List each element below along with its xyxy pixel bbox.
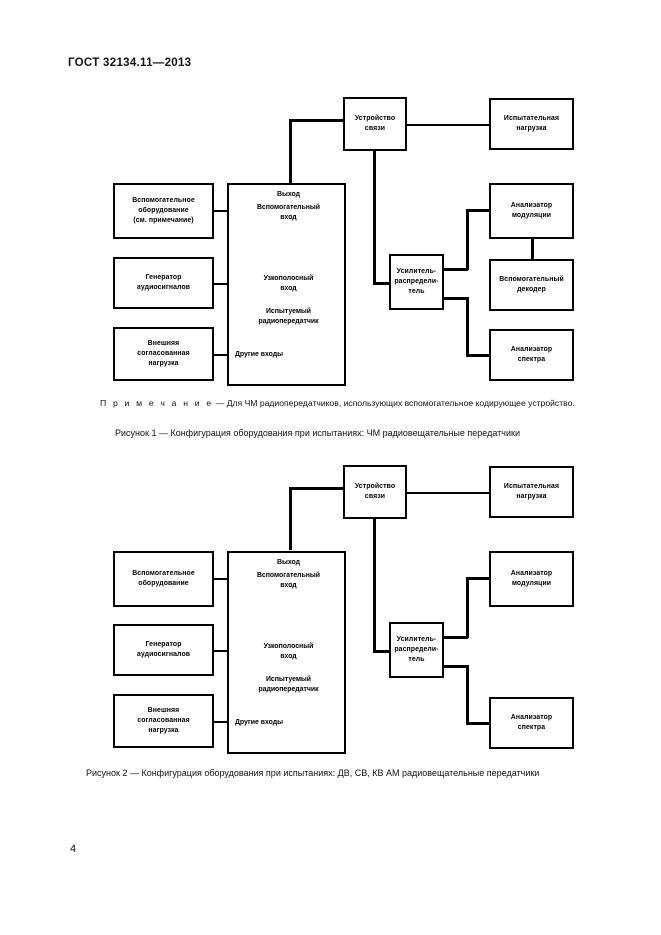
box-distribution-amplifier-label: Усилитель- распредели- тель xyxy=(394,268,439,295)
box2-coupling-device[interactable]: Устройство связи xyxy=(343,465,407,519)
transmitter2-aux-input-label: Вспомогательный вход xyxy=(256,572,321,589)
box-external-load-label: Внешняя согласованная нагрузка xyxy=(137,340,190,367)
connector2-amp-specanalyzer-h1 xyxy=(443,665,468,668)
connector2-audiogen-transmitter xyxy=(214,650,228,653)
transmitter-aux-input-label: Вспомогательный вход xyxy=(256,204,321,221)
box2-audio-generator[interactable]: Генератор аудиосигналов xyxy=(113,624,214,676)
box-spectrum-analyzer-label: Анализатор спектра xyxy=(510,346,553,363)
box2-external-load-label: Внешняя согласованная нагрузка xyxy=(137,707,190,734)
connector-modanalyzer-decoder xyxy=(531,238,534,260)
connector2-coupling-amplifier-vertical xyxy=(373,518,376,652)
box-modulation-analyzer[interactable]: Анализатор модуляции xyxy=(489,183,574,239)
box-test-load[interactable]: Испытательная нагрузка xyxy=(489,98,574,150)
transmitter-title-label: Испытуемый радиопередатчик xyxy=(258,308,319,325)
box2-modulation-analyzer[interactable]: Анализатор модуляции xyxy=(489,551,574,607)
connector-auxequip-transmitter xyxy=(214,210,228,213)
box-coupling-device[interactable]: Устройство связи xyxy=(343,97,407,151)
box-test-load-label: Испытательная нагрузка xyxy=(503,115,560,132)
box-spectrum-analyzer[interactable]: Анализатор спектра xyxy=(489,329,574,381)
transmitter-narrowband-input-label: Узкополосный вход xyxy=(263,275,314,292)
connector-coupling-amplifier-horizontal xyxy=(373,282,390,285)
box-aux-equipment[interactable]: Вспомогательное оборудование (см. примеч… xyxy=(113,183,214,239)
box-modulation-analyzer-label: Анализатор модуляции xyxy=(510,202,553,219)
box2-coupling-device-label: Устройство связи xyxy=(354,483,396,500)
connector-audiogen-transmitter xyxy=(214,283,228,286)
connector-amp-modanalyzer-h1 xyxy=(443,268,468,271)
connector2-amp-specanalyzer-h2 xyxy=(466,722,490,725)
connector-amp-specanalyzer-h2 xyxy=(466,354,490,357)
box-aux-decoder-label: Вспомогательный декодер xyxy=(499,276,564,293)
connector-coupling-testload xyxy=(406,124,490,127)
box2-distribution-amplifier-label: Усилитель- распредели- тель xyxy=(394,636,439,663)
connector2-extload-transmitter xyxy=(214,721,228,724)
connector-amp-modanalyzer-h2 xyxy=(466,209,490,212)
box2-aux-equipment-label: Вспомогательное оборудование xyxy=(132,570,195,587)
connector2-coupling-testload xyxy=(406,492,490,495)
box2-transmitter[interactable]: Выход Вспомогательный вход Узкополосный … xyxy=(227,551,346,754)
connector2-amp-modanalyzer-v xyxy=(466,577,469,638)
box2-distribution-amplifier[interactable]: Усилитель- распредели- тель xyxy=(389,622,444,678)
box-transmitter[interactable]: Выход Вспомогательный вход Узкополосный … xyxy=(227,183,346,386)
box2-spectrum-analyzer-label: Анализатор спектра xyxy=(510,714,553,731)
box2-test-load-label: Испытательная нагрузка xyxy=(503,483,560,500)
box2-modulation-analyzer-label: Анализатор модуляции xyxy=(510,570,553,587)
transmitter-output-label: Выход xyxy=(276,191,300,198)
connector2-output-vertical xyxy=(289,487,292,550)
box2-aux-equipment[interactable]: Вспомогательное оборудование xyxy=(113,551,214,607)
figure-1-note: П р и м е ч а н и е — Для ЧМ радиопереда… xyxy=(100,398,575,408)
connector-extload-transmitter xyxy=(214,354,228,357)
transmitter2-other-inputs-label: Другие входы xyxy=(235,719,283,726)
box-aux-decoder[interactable]: Вспомогательный декодер xyxy=(489,259,574,311)
page-number: 4 xyxy=(70,843,77,855)
connector-amp-specanalyzer-h1 xyxy=(443,297,468,300)
box2-spectrum-analyzer[interactable]: Анализатор спектра xyxy=(489,697,574,749)
box2-external-load[interactable]: Внешняя согласованная нагрузка xyxy=(113,694,214,748)
transmitter2-narrowband-input-label: Узкополосный вход xyxy=(263,643,314,660)
box-coupling-device-label: Устройство связи xyxy=(354,115,396,132)
figure-1-note-dash: — xyxy=(215,398,225,408)
connector2-amp-specanalyzer-v xyxy=(466,665,469,724)
connector-coupling-amplifier-vertical xyxy=(373,150,376,284)
connector2-auxequip-transmitter xyxy=(214,578,228,581)
figure-1-note-text: Для ЧМ радиопередатчиков, использующих в… xyxy=(226,398,575,408)
figure-1-note-label: П р и м е ч а н и е xyxy=(100,398,214,408)
figure-2-caption: Рисунок 2 — Конфигурация оборудования пр… xyxy=(86,768,540,778)
document-header: ГОСТ 32134.11—2013 xyxy=(68,57,192,69)
connector2-coupling-amplifier-horizontal xyxy=(373,650,390,653)
box-aux-equipment-label: Вспомогательное оборудование (см. примеч… xyxy=(132,197,195,224)
box-audio-generator-label: Генератор аудиосигналов xyxy=(136,274,191,291)
box-audio-generator[interactable]: Генератор аудиосигналов xyxy=(113,257,214,309)
transmitter2-title-label: Испытуемый радиопередатчик xyxy=(258,676,319,693)
connector-amp-modanalyzer-v xyxy=(466,209,469,270)
transmitter-other-inputs-label: Другие входы xyxy=(235,351,283,358)
connector2-output-horizontal xyxy=(289,487,345,490)
box-distribution-amplifier[interactable]: Усилитель- распредели- тель xyxy=(389,254,444,310)
figure-1-caption: Рисунок 1 — Конфигурация оборудования пр… xyxy=(115,428,520,438)
box2-audio-generator-label: Генератор аудиосигналов xyxy=(136,641,191,658)
connector-amp-specanalyzer-v xyxy=(466,297,469,356)
connector-output-vertical xyxy=(289,119,292,184)
connector2-amp-modanalyzer-h2 xyxy=(466,577,490,580)
connector2-amp-modanalyzer-h1 xyxy=(443,636,468,639)
connector-output-horizontal xyxy=(289,119,345,122)
box2-test-load[interactable]: Испытательная нагрузка xyxy=(489,466,574,518)
transmitter2-output-label: Выход xyxy=(276,559,300,566)
box-external-load[interactable]: Внешняя согласованная нагрузка xyxy=(113,327,214,381)
